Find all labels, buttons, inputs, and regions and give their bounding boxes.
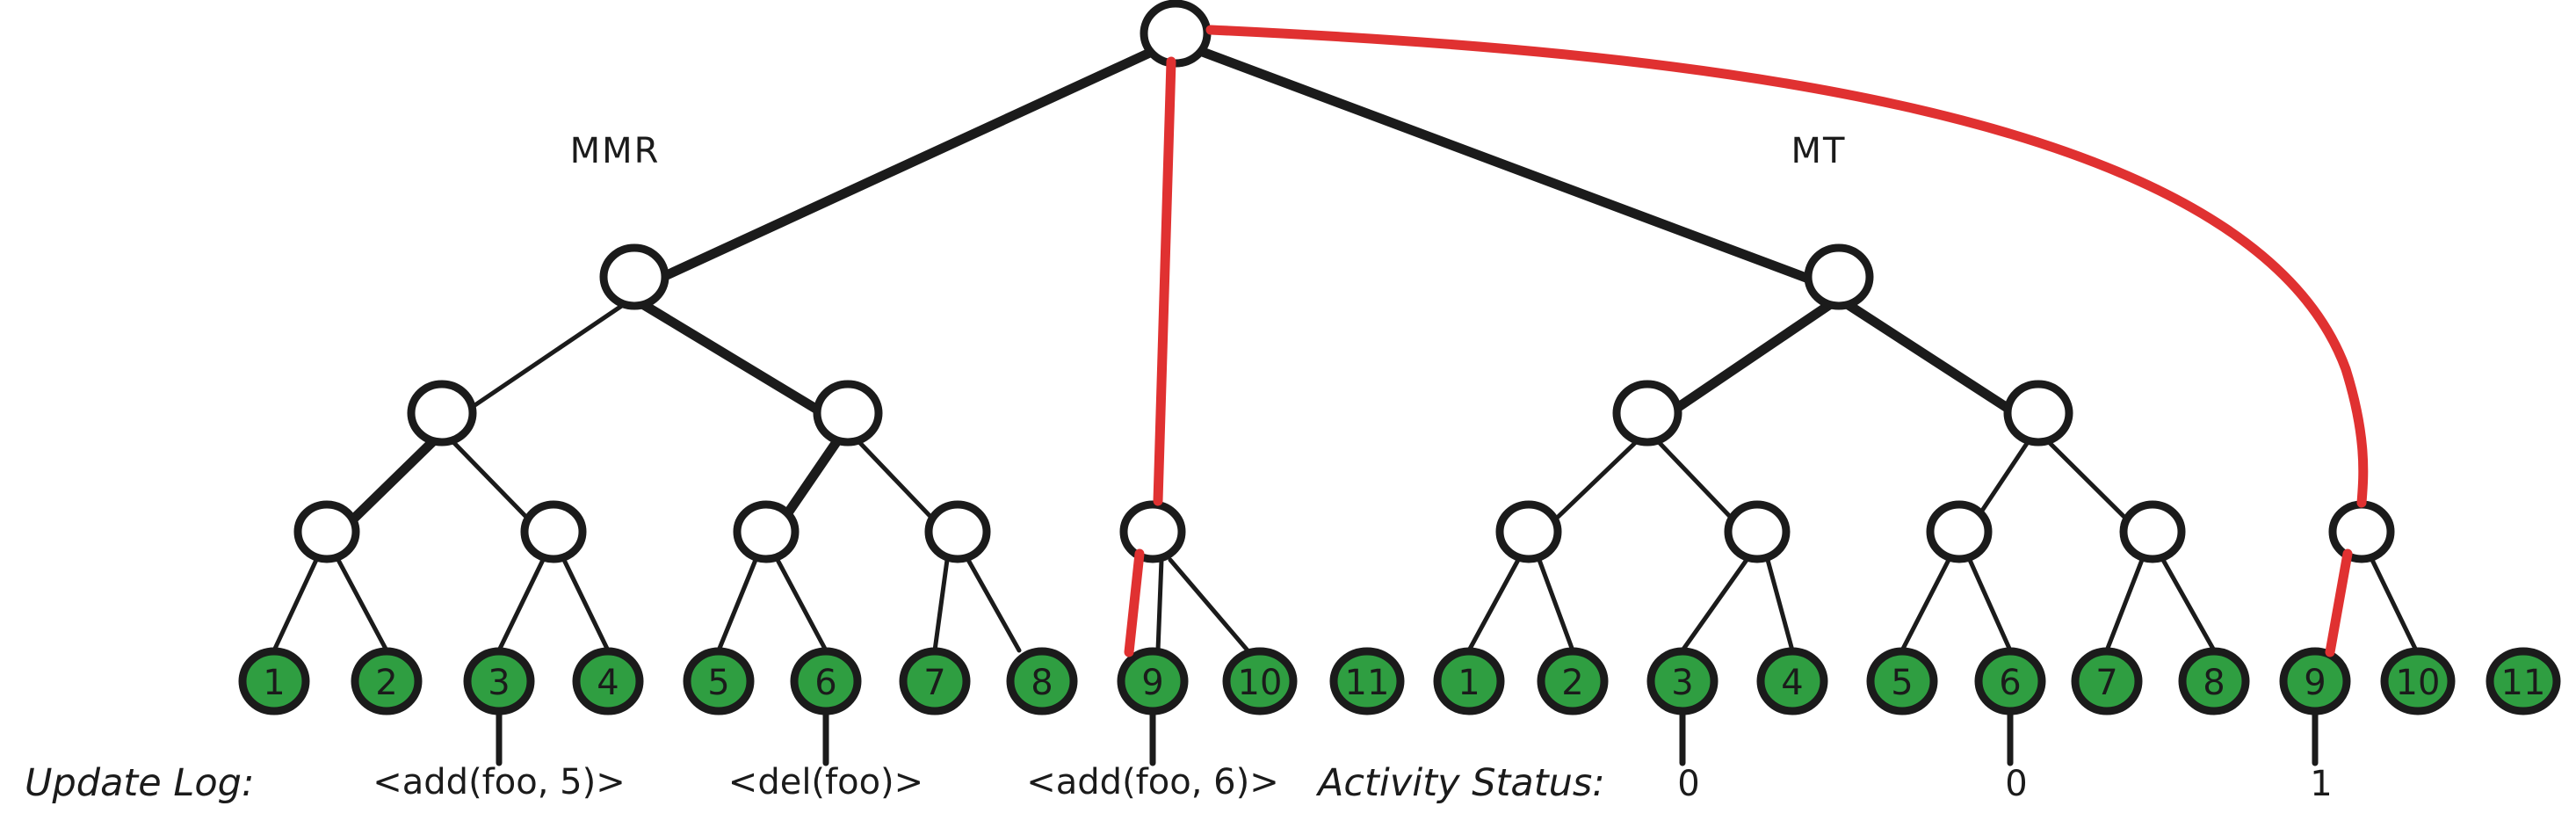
mmr-node-l3-e [1119,500,1186,563]
mmr-node-top [599,243,669,310]
mt-leaf-5[interactable]: 5 [1866,647,1938,715]
mmr-leaf-label: 8 [1031,663,1053,703]
mt-leaf-11[interactable]: 11 [2486,647,2561,715]
mt-leaf-8[interactable]: 8 [2178,647,2250,715]
mmr-leaf-label: 6 [814,663,836,703]
mmr-leaf-label: 11 [1345,663,1390,703]
mt-leaf-4[interactable]: 4 [1756,647,1828,715]
mmr-leaf-label: 2 [375,663,397,703]
mt-leaf-label: 3 [1671,663,1693,703]
update-log-entry: <add(foo, 6)> [1026,762,1278,802]
mmr-leaf-10[interactable]: 10 [1222,647,1298,715]
mmr-node-l3-d [924,500,991,563]
mt-node-l3-b [1724,500,1791,563]
update-log-entry: <del(foo)> [728,762,923,802]
mt-leaf-label: 6 [1999,663,2021,703]
mt-leaf-1[interactable]: 1 [1433,647,1505,715]
mmr-leaf-3[interactable]: 3 [463,647,535,715]
mt-leaf-label: 9 [2304,663,2326,703]
mmr-node-l3-b [520,500,587,563]
mmr-leaf-label: 4 [597,663,619,703]
mt-node-top [1804,243,1874,310]
mmr-node-l3-a [293,500,360,563]
mmr-leaf-label: 3 [488,663,510,703]
mt-leaf-label: 1 [1458,663,1480,703]
mmr-leaf-9[interactable]: 9 [1117,647,1189,715]
mmr-leaf-label: 7 [923,663,945,703]
update-log-entry: <add(foo, 5)> [373,762,625,802]
mmr-leaf-4[interactable]: 4 [572,647,644,715]
highlight-edge-mmr [1153,56,1176,506]
mt-leaf-label: 10 [2396,663,2441,703]
root-node [1140,0,1212,68]
activity-status: Activity Status: 0 0 1 [1315,708,2333,805]
mt-node-l2-right [2003,380,2073,447]
highlight-edge-mt-leaf [2325,548,2353,657]
mt-leaf-9[interactable]: 9 [2279,647,2351,715]
mmr-edge-10 [1168,557,1250,653]
mmr-leaf-2[interactable]: 2 [351,647,423,715]
mt-leaf-7[interactable]: 7 [2071,647,2143,715]
mt-node-l2-left [1612,380,1682,447]
mt-leaf-2[interactable]: 2 [1537,647,1609,715]
mmr-leaf-6[interactable]: 6 [790,647,862,715]
activity-status-value: 0 [1677,764,1699,804]
highlight-edge-mmr-leaf [1124,548,1145,657]
mmr-edges [271,40,1170,653]
mt-leaf-label: 4 [1781,663,1803,703]
mmr-leaf-1[interactable]: 1 [238,647,310,715]
mt-leaf-6[interactable]: 6 [1974,647,2046,715]
mt-node-l3-a [1495,500,1562,563]
activity-status-value: 1 [2310,764,2332,804]
mmr-leaf-label: 5 [707,663,729,703]
mmr-leaf-label: 10 [1238,663,1283,703]
mmr-leaf-11[interactable]: 11 [1329,647,1405,715]
mmr-internal-nodes [293,243,1186,563]
mt-leaf-label: 5 [1891,663,1913,703]
mt-leaf-3[interactable]: 3 [1646,647,1719,715]
mt-node-l3-e [2328,500,2395,563]
mt-title: MT [1791,131,1847,171]
mmr-leaf-8[interactable]: 8 [1006,647,1078,715]
mmr-node-l3-c [733,500,800,563]
activity-status-caption: Activity Status: [1315,761,1605,805]
mt-node-l3-c [1926,500,1993,563]
mmr-leaf-5[interactable]: 5 [683,647,755,715]
mmr-leaves: 1 2 3 4 5 6 7 [238,647,1405,715]
mmr-leaf-label: 1 [263,663,285,703]
mt-leaf-10[interactable]: 10 [2380,647,2456,715]
activity-status-value: 0 [2005,764,2027,804]
highlight-path [1124,25,2369,657]
update-log: Update Log: <add(foo, 5)> <del(foo)> <ad… [25,708,1279,805]
mt-leaf-label: 8 [2203,663,2225,703]
mt-node-l3-d [2119,500,2186,563]
update-log-caption: Update Log: [25,761,254,805]
mmr-title: MMR [570,131,661,171]
mmr-node-l2-left [407,380,477,447]
mt-leaf-label: 11 [2501,663,2546,703]
mt-leaf-label: 7 [2095,663,2117,703]
mmr-leaf-label: 9 [1141,663,1163,703]
mmr-node-l2-right [813,380,883,447]
highlight-edge-mt [1205,25,2369,508]
mt-internal-nodes [1495,243,2395,563]
mt-leaf-label: 2 [1561,663,1583,703]
mt-leaves: 1 2 3 4 5 6 7 [1433,647,2561,715]
mmr-leaf-7[interactable]: 7 [899,647,971,715]
